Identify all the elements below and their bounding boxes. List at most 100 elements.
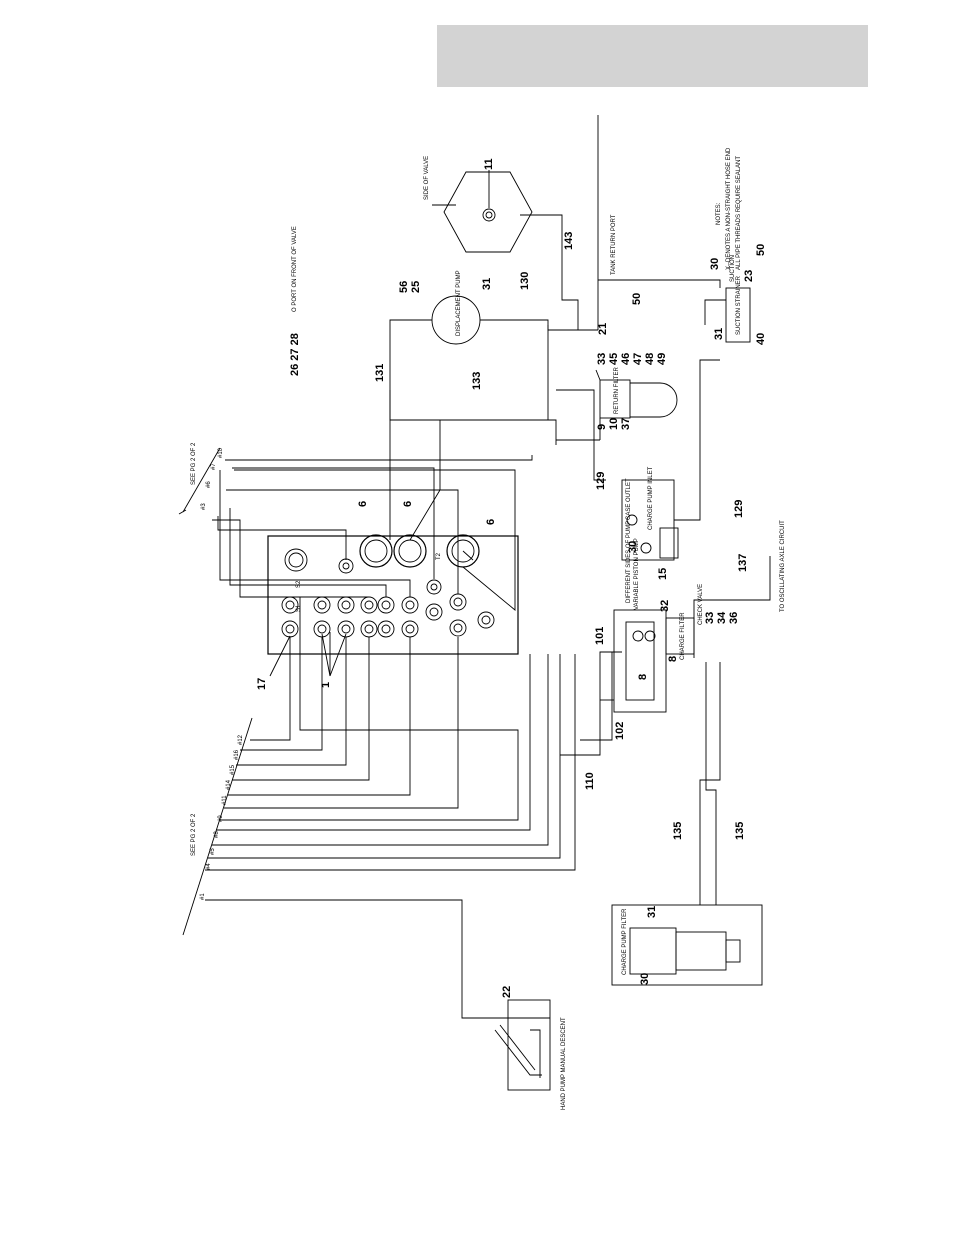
callout: 33 — [704, 612, 716, 624]
hand-pump-label: HAND PUMP MANUAL DESCENT — [561, 1017, 567, 1110]
callout: 46 — [620, 353, 632, 365]
charge-pump-filter-label: CHARGE PUMP FILTER — [622, 908, 628, 975]
return-filter — [556, 369, 678, 441]
callout: 23 — [743, 270, 755, 282]
port-label: #6 — [206, 481, 212, 488]
callout: 6 — [485, 519, 497, 525]
callout: 45 — [608, 353, 620, 365]
charge-pump-inlet — [556, 359, 720, 561]
callout: 110 — [584, 772, 596, 790]
case-outlet-label: CASE OUTLET — [626, 478, 632, 520]
callout: 31 — [646, 906, 658, 918]
port-label: #16 — [234, 749, 240, 760]
check-valve-label: CHECK VALVE — [698, 584, 704, 625]
return-filter-label: RETURN FILTER — [614, 366, 620, 414]
callout: 129 — [595, 472, 607, 490]
o-port-items: 26 27 28 — [289, 333, 301, 376]
callout: 48 — [644, 353, 656, 365]
port-label: #14 — [226, 779, 232, 790]
suction-strainer-label: SUCTION STRAINER — [736, 275, 742, 335]
svg-text:S1: S1 — [296, 604, 302, 612]
callout: 143 — [563, 232, 575, 250]
port-label: #3 — [201, 503, 207, 510]
callout: 50 — [631, 293, 643, 305]
header-bar — [437, 25, 868, 87]
callout: 50 — [755, 244, 767, 256]
port-label: #12 — [238, 734, 244, 745]
callout: 40 — [755, 333, 767, 345]
callout: 17 — [256, 678, 268, 690]
displacement-pump-label: DISPLACEMENT PUMP — [456, 270, 462, 336]
pump-spec: VARIABLE PISTON PUMP — [634, 538, 640, 610]
port-label: #10 — [218, 447, 224, 458]
callout: 31 — [481, 278, 493, 290]
callout: 1 — [320, 682, 332, 688]
callout: 9 — [596, 424, 608, 430]
callout: 33 — [596, 353, 608, 365]
variable-piston-pump — [560, 609, 695, 756]
callout: 133 — [471, 372, 483, 390]
o-port-note: O PORT ON FRONT OF VALVE — [292, 226, 298, 312]
callout: 30 — [627, 541, 639, 553]
callout: 15 — [657, 568, 669, 580]
port-label: #11 — [222, 795, 228, 805]
note-2: ALL PIPE THREADS REQUIRE SEALANT — [736, 156, 742, 270]
charge-pump-inlet-label: CHARGE PUMP INLET — [648, 466, 654, 530]
see-page-bottom: SEE PG 2 OF 2 — [191, 813, 197, 856]
callout: 135 — [672, 822, 684, 840]
port-label: #7 — [211, 463, 217, 470]
charge-filter-label: CHARGE FILTER — [680, 612, 686, 660]
tank-return-line — [520, 115, 721, 331]
displacement-pump — [389, 295, 549, 540]
valve-output-hoses — [205, 455, 576, 871]
callout: 34 — [716, 611, 728, 624]
callout: 56 — [398, 281, 410, 293]
oscillating-circuit — [693, 556, 771, 658]
port-label: #9 — [218, 815, 224, 822]
page-break-bottom — [182, 717, 253, 936]
svg-text:T2: T2 — [436, 552, 442, 560]
callout: 31 — [713, 328, 725, 340]
callout: 22 — [501, 986, 513, 998]
see-page-top: SEE PG 2 OF 2 — [191, 442, 197, 485]
callout: 10 — [608, 418, 620, 430]
callout: 131 — [374, 364, 386, 382]
page-break-top — [178, 447, 221, 515]
hand-pump — [205, 899, 551, 1091]
note-1: X--DENOTES A NON-STRAIGHT HOSE END — [726, 147, 732, 270]
callout: 8 — [667, 656, 679, 662]
callout: 37 — [620, 418, 632, 430]
notes-title: NOTES: — [716, 202, 722, 225]
callout: 6 — [402, 501, 414, 507]
port-label: #5 — [210, 848, 216, 855]
port-label: #15 — [230, 764, 236, 775]
different-sides-label: DIFFERENT SIDES OF PUMP — [626, 521, 632, 603]
pressure-lines — [389, 390, 557, 541]
callout: 11 — [483, 158, 495, 170]
callout: 47 — [632, 353, 644, 365]
suction-label: SUCTION — [730, 255, 736, 282]
suction-strainer — [704, 287, 751, 343]
callout: 25 — [410, 281, 422, 293]
callout: 30 — [709, 258, 721, 270]
charge-pump-filter — [611, 662, 763, 986]
oscillating-label: TO OSCILLATING AXLE CIRCUIT — [780, 520, 786, 612]
callout: 130 — [519, 272, 531, 290]
port-label: #8 — [214, 831, 220, 838]
side-of-valve-label: SIDE OF VALVE — [424, 156, 430, 200]
callout: 32 — [659, 600, 671, 612]
svg-text:S2: S2 — [296, 580, 302, 588]
valve-side-hexagon — [432, 170, 533, 253]
callout: 6 — [357, 501, 369, 507]
callout: 129 — [733, 500, 745, 518]
callout: 101 — [594, 627, 606, 645]
tank-return-port-label: TANK RETURN PORT — [611, 214, 617, 275]
callout: 30 — [639, 973, 651, 985]
callout: 36 — [728, 612, 740, 624]
callout: 137 — [737, 554, 749, 572]
port-label: #1 — [200, 893, 206, 900]
callout: 21 — [597, 323, 609, 335]
callout: 135 — [734, 822, 746, 840]
port-label: #4 — [206, 863, 212, 870]
